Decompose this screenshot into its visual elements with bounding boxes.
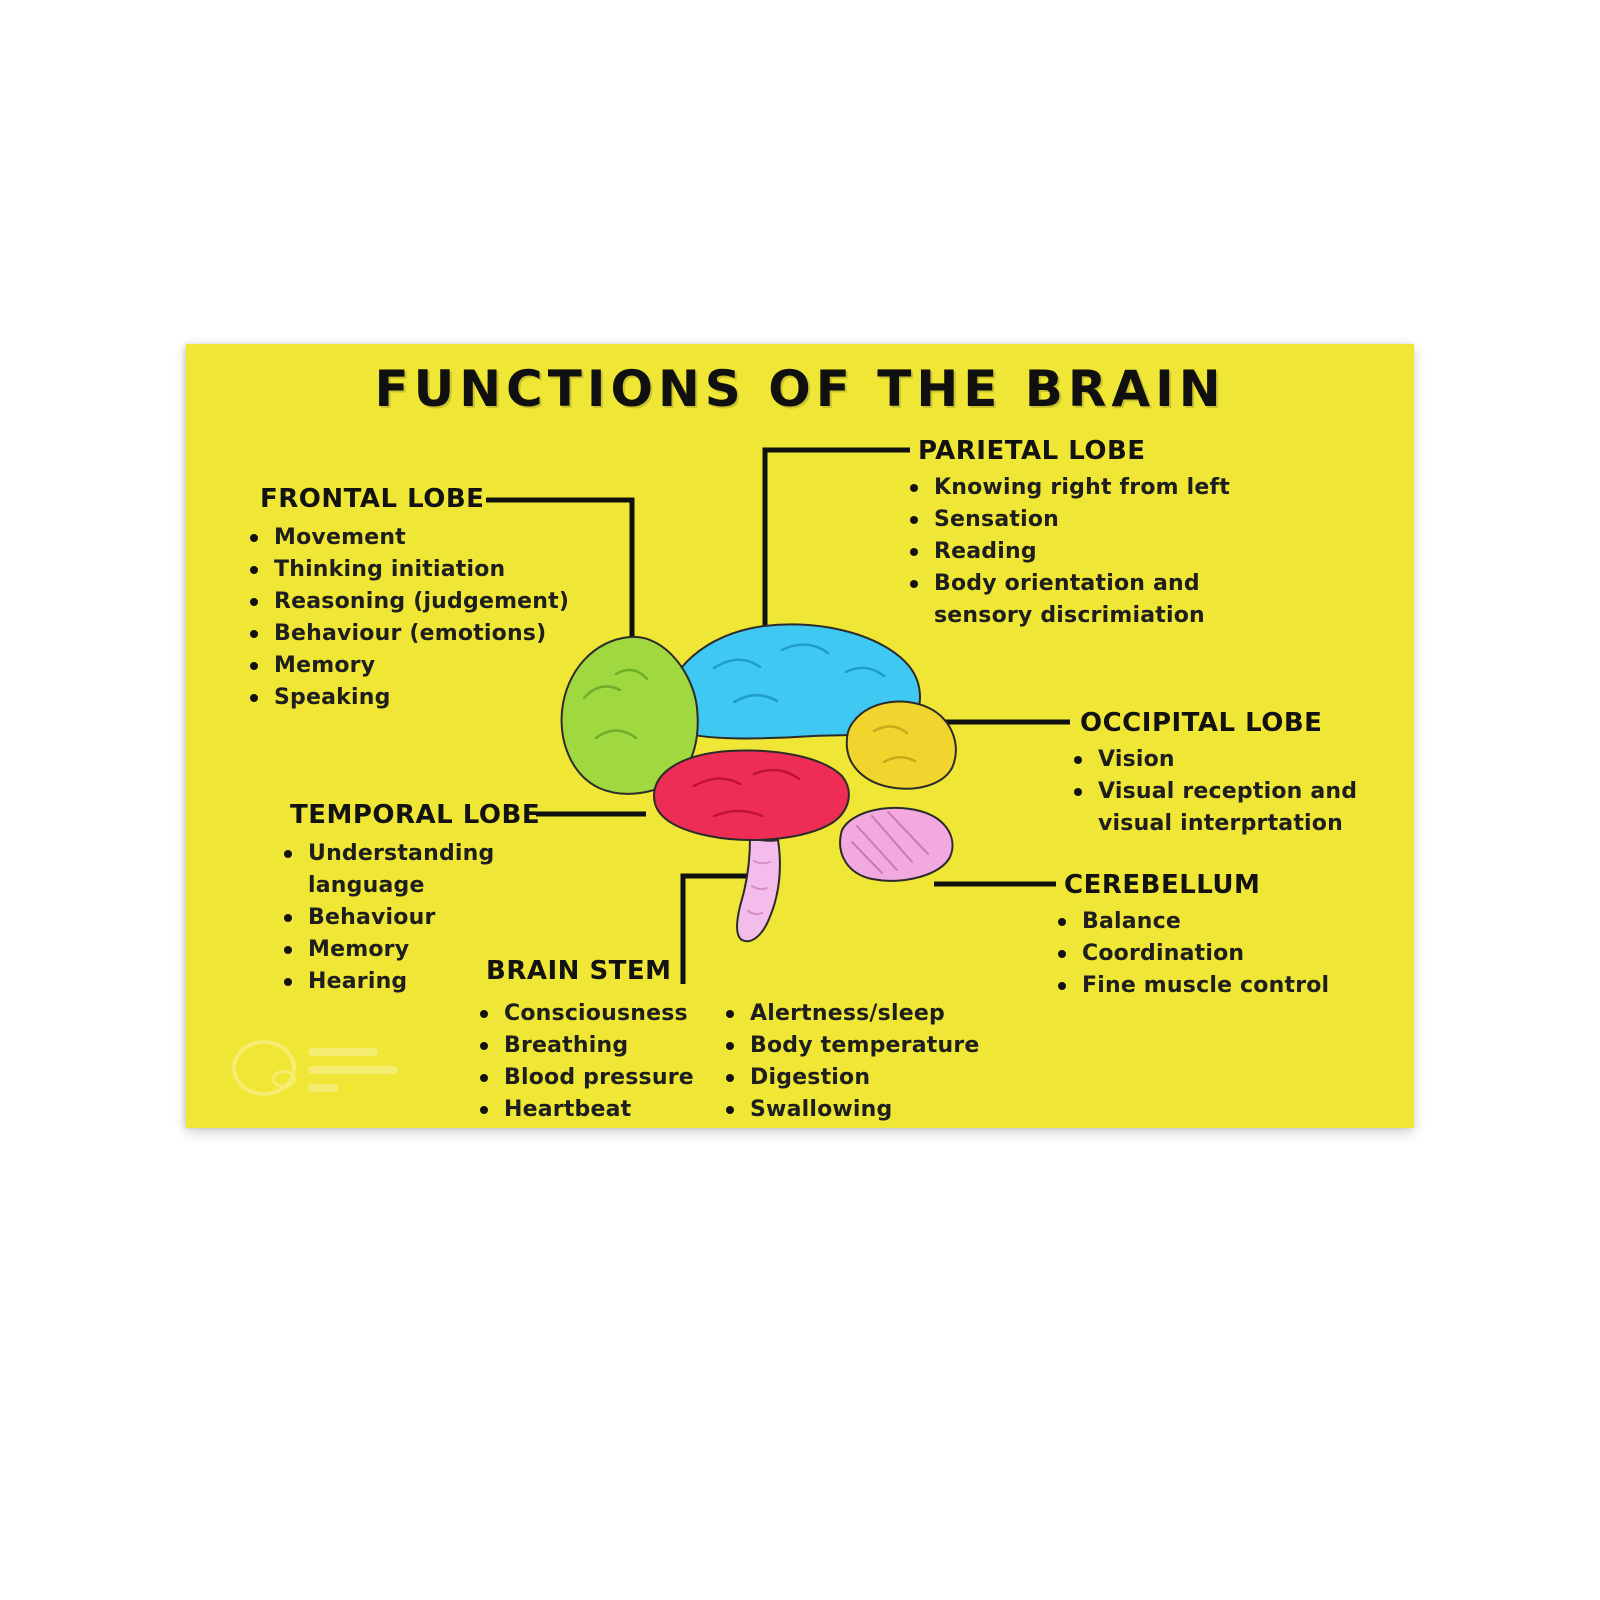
list-item: Coordination [1052, 938, 1372, 970]
watermark-circle-icon [232, 1040, 296, 1096]
list-item: Swallowing [720, 1094, 980, 1126]
list-item: Knowing right from left [904, 472, 1284, 504]
list-item: Heartbeat [474, 1094, 714, 1126]
frontal-connector-line [486, 497, 635, 650]
cerebellum-heading: CEREBELLUM [1064, 870, 1261, 900]
list-item: Behaviour [278, 902, 598, 934]
frontal-lobe-region [560, 635, 699, 795]
list-item: Reading [904, 536, 1284, 568]
list-item: Reasoning (judgement) [244, 586, 574, 618]
parietal-connector-line [762, 447, 910, 650]
list-item: Digestion [720, 1062, 980, 1094]
list-item: Thinking initiation [244, 554, 574, 586]
list-item: Movement [244, 522, 574, 554]
parietal-gyri-detail [712, 643, 886, 704]
list-item: Memory [278, 934, 598, 966]
brain-stem-list-left: Consciousness Breathing Blood pressure H… [474, 998, 714, 1126]
list-item: Sensation [904, 504, 1284, 536]
list-item: Understanding language [278, 838, 598, 902]
list-item: Breathing [474, 1030, 714, 1062]
brain-functions-poster: FUNCTIONS OF THE BRAIN FRONTAL LOBE Move… [186, 344, 1414, 1128]
watermark-dot-icon [272, 1070, 296, 1088]
cerebellum-folds-detail [851, 811, 929, 874]
occipital-lobe-list: Vision Visual reception and visual inter… [1068, 744, 1368, 840]
list-item: Speaking [244, 682, 574, 714]
cerebellum-list: Balance Coordination Fine muscle control [1052, 906, 1372, 1002]
watermark-text-ghost [308, 1048, 378, 1056]
brain-stem-list-right: Alertness/sleep Body temperature Digesti… [720, 998, 980, 1126]
poster-title: FUNCTIONS OF THE BRAIN [374, 360, 1226, 418]
watermark-text-ghost [308, 1084, 338, 1092]
temporal-lobe-list: Understanding language Behaviour Memory … [278, 838, 598, 998]
list-item: Body orientation and sensory discrimiati… [904, 568, 1294, 632]
list-item: Body temperature [720, 1030, 980, 1062]
list-item: Balance [1052, 906, 1372, 938]
temporal-lobe-region [652, 749, 850, 841]
list-item: Vision [1068, 744, 1368, 776]
watermark-logo [232, 1036, 422, 1106]
occipital-lobe-heading: OCCIPITAL LOBE [1080, 708, 1323, 738]
watermark-text-ghost [308, 1066, 398, 1074]
list-item: Behaviour (emotions) [244, 618, 574, 650]
frontal-lobe-list: Movement Thinking initiation Reasoning (… [244, 522, 574, 714]
occipital-gyri-detail [872, 725, 917, 764]
parietal-lobe-heading: PARIETAL LOBE [918, 436, 1146, 466]
frontal-lobe-heading: FRONTAL LOBE [260, 484, 485, 514]
brain-stem-heading: BRAIN STEM [486, 956, 672, 986]
list-item: Hearing [278, 966, 598, 998]
brain-illustration [560, 623, 957, 943]
list-item: Alertness/sleep [720, 998, 980, 1030]
list-item: Fine muscle control [1052, 970, 1372, 1002]
occipital-lobe-region [845, 700, 957, 790]
temporal-lobe-heading: TEMPORAL LOBE [290, 800, 541, 830]
list-item: Consciousness [474, 998, 714, 1030]
temporal-gyri-detail [692, 768, 801, 818]
parietal-lobe-list: Knowing right from left Sensation Readin… [904, 472, 1284, 632]
list-item: Blood pressure [474, 1062, 714, 1094]
connector-lines [486, 447, 1070, 984]
brain-stem-detail [747, 860, 771, 916]
frontal-gyri-detail [582, 668, 649, 740]
list-item: Visual reception and visual interprtatio… [1068, 776, 1360, 840]
list-item: Memory [244, 650, 574, 682]
